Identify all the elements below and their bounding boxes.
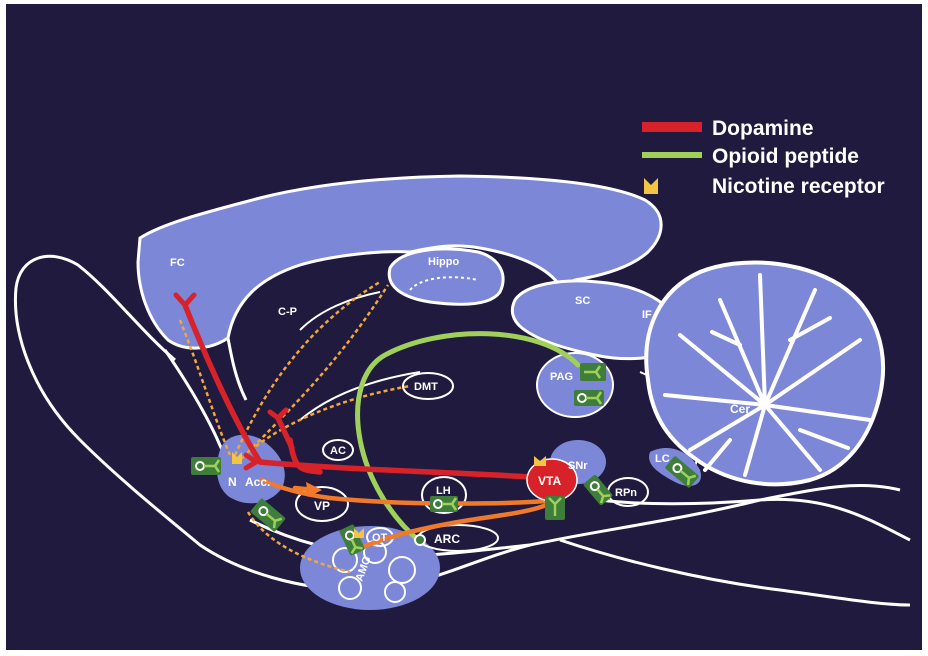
legend-opioid-swatch <box>642 152 702 158</box>
legend-dopamine-label: Dopamine <box>712 117 814 140</box>
label-hippo: Hippo <box>428 256 459 268</box>
label-if: IF <box>642 309 652 321</box>
label-cer: Cer <box>730 402 750 416</box>
label-ac: AC <box>330 445 346 457</box>
legend-dopamine-swatch <box>642 122 702 132</box>
label-lh: LH <box>436 485 451 497</box>
label-n: N <box>228 475 237 489</box>
label-vp: VP <box>314 499 330 513</box>
legend-opioid-label: Opioid peptide <box>712 145 859 168</box>
label-arc: ARC <box>434 532 460 546</box>
label-snr: SNr <box>568 460 588 472</box>
label-ot: OT <box>372 532 388 544</box>
label-vta: VTA <box>538 474 561 488</box>
label-acc: Acc. <box>245 475 270 489</box>
label-dmt: DMT <box>414 381 438 393</box>
label-cp: C-P <box>278 306 297 318</box>
legend-nicotine-label: Nicotine receptor <box>712 175 885 198</box>
label-rpn: RPn <box>615 487 637 499</box>
label-lc: LC <box>655 453 670 465</box>
label-sc: SC <box>575 295 590 307</box>
label-pag: PAG <box>550 371 573 383</box>
label-fc: FC <box>170 257 185 269</box>
